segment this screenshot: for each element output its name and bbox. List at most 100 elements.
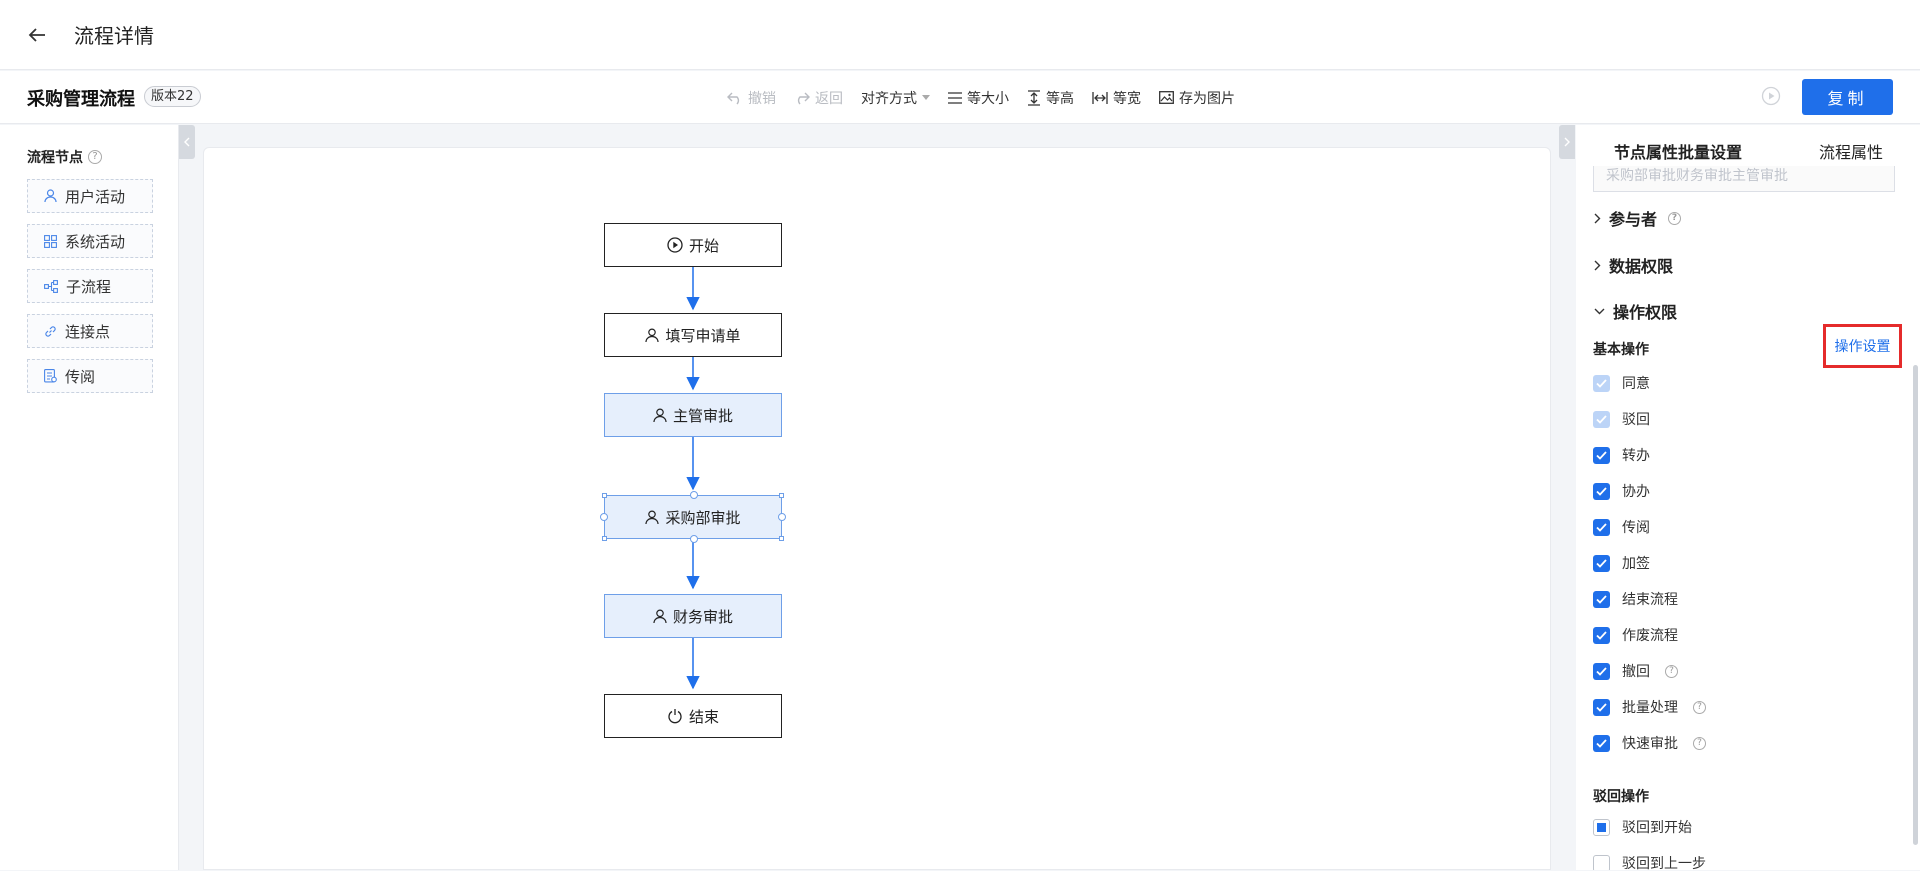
checkbox-partial[interactable] <box>1593 818 1610 836</box>
same-size-button[interactable]: 等大小 <box>948 88 1009 108</box>
subflow-icon <box>44 279 58 293</box>
resize-handle[interactable] <box>602 493 607 498</box>
checkbox-checked[interactable] <box>1593 482 1610 500</box>
same-width-button[interactable]: 等宽 <box>1092 88 1141 108</box>
checkbox-assist[interactable]: 协办 <box>1593 481 1650 501</box>
connect-handle-top[interactable] <box>690 491 698 499</box>
chevron-right-icon <box>1594 260 1601 270</box>
resize-handle[interactable] <box>779 493 784 498</box>
flow-node-end[interactable]: 结束 <box>604 694 782 738</box>
reject-ops-title: 驳回操作 <box>1593 789 1649 805</box>
flow-canvas[interactable]: 开始 填写申请单 主管审批 采购部审批 财务审批 结束 <box>203 147 1551 870</box>
user-icon <box>653 408 667 422</box>
collapse-left-panel-button[interactable] <box>179 125 195 159</box>
checkmark-icon <box>1596 666 1607 676</box>
flow-node-purchase-approval[interactable]: 采购部审批 <box>600 491 786 543</box>
checkmark-icon <box>1596 486 1607 496</box>
same-height-label: 等高 <box>1046 90 1074 107</box>
palette-item-label: 传阅 <box>65 367 96 386</box>
flow-node-manager-approval[interactable]: 主管审批 <box>604 393 782 437</box>
editor-toolbar: 采购管理流程 版本22 撤销 返回 对齐方式 等大小 等高 等宽 存为图片 <box>0 71 1920 124</box>
checkbox-label: 驳回到上一步 <box>1622 856 1706 870</box>
checkbox-checked[interactable] <box>1593 554 1610 572</box>
checkbox-reject: 驳回 <box>1593 409 1650 429</box>
tab-flow-properties[interactable]: 流程属性 <box>1819 143 1884 162</box>
checkbox-end-flow[interactable]: 结束流程 <box>1593 589 1678 609</box>
palette-item-system-activity[interactable]: 系统活动 <box>27 224 153 258</box>
checkbox-quick-approve[interactable]: 快速审批? <box>1593 733 1706 753</box>
align-dropdown[interactable]: 对齐方式 <box>861 88 930 108</box>
palette-item-label: 系统活动 <box>65 232 126 251</box>
checkbox-checked[interactable] <box>1593 590 1610 608</box>
flow-node-label: 采购部审批 <box>665 508 741 527</box>
help-icon[interactable]: ? <box>1693 700 1706 714</box>
checkbox-label: 同意 <box>1622 376 1650 392</box>
connect-handle-bottom[interactable] <box>690 535 698 543</box>
resize-handle[interactable] <box>602 536 607 541</box>
redo-button[interactable]: 返回 <box>794 88 843 108</box>
help-icon[interactable]: ? <box>88 150 102 164</box>
tab-node-batch-settings[interactable]: 节点属性批量设置 <box>1614 143 1743 162</box>
section-operation-permission-label: 操作权限 <box>1613 303 1678 322</box>
palette-item-connector[interactable]: 连接点 <box>27 314 153 348</box>
checkbox-batch-process[interactable]: 批量处理? <box>1593 697 1706 717</box>
checkmark-icon <box>1596 594 1607 604</box>
checkbox-checked[interactable] <box>1593 446 1610 464</box>
palette-item-user-activity[interactable]: 用户活动 <box>27 179 153 213</box>
flow-node-label: 主管审批 <box>672 406 733 425</box>
checkbox-add-sign[interactable]: 加签 <box>1593 553 1650 573</box>
checkbox-label: 撤回 <box>1622 664 1650 680</box>
help-icon[interactable]: ? <box>1668 211 1682 225</box>
undo-button[interactable]: 撤销 <box>727 88 776 108</box>
palette-item-subflow[interactable]: 子流程 <box>27 269 153 303</box>
checkbox-checked[interactable] <box>1593 698 1610 716</box>
same-height-button[interactable]: 等高 <box>1027 88 1074 108</box>
play-preview-icon[interactable] <box>1761 86 1781 106</box>
palette-item-circulate[interactable]: 传阅 <box>27 359 153 393</box>
power-icon <box>668 709 682 724</box>
checkbox-checked[interactable] <box>1593 662 1610 680</box>
undo-icon <box>727 92 740 104</box>
checkbox-reject-to-previous[interactable]: 驳回到上一步 <box>1593 853 1706 870</box>
connect-handle-left[interactable] <box>600 513 608 521</box>
checkbox-reject-to-start[interactable]: 驳回到开始 <box>1593 817 1692 837</box>
checkbox-label: 转办 <box>1622 448 1650 464</box>
save-image-button[interactable]: 存为图片 <box>1159 88 1235 108</box>
checkbox-checked[interactable] <box>1593 626 1610 644</box>
same-width-label: 等宽 <box>1113 90 1141 107</box>
section-data-permission[interactable]: 数据权限 <box>1594 253 1673 277</box>
checkbox-circulate[interactable]: 传阅 <box>1593 517 1650 537</box>
checkbox-checked[interactable] <box>1593 518 1610 536</box>
checkbox-disabled-checked <box>1593 410 1610 428</box>
collapse-right-panel-button[interactable] <box>1559 125 1575 159</box>
section-participants[interactable]: 参与者 ? <box>1594 206 1682 230</box>
checkbox-disabled-checked <box>1593 374 1610 392</box>
copy-button[interactable]: 复制 <box>1802 79 1893 115</box>
checkbox-void-flow[interactable]: 作废流程 <box>1593 625 1678 645</box>
page-title: 流程详情 <box>74 24 154 48</box>
checkmark-icon <box>1596 630 1607 640</box>
flow-node-start[interactable]: 开始 <box>604 223 782 267</box>
operation-settings-link[interactable]: 操作设置 <box>1823 324 1902 368</box>
checkbox-transfer[interactable]: 转办 <box>1593 445 1650 465</box>
checkbox-withdraw[interactable]: 撤回? <box>1593 661 1678 681</box>
flow-node-label: 填写申请单 <box>665 326 741 345</box>
chevron-right-icon <box>1594 213 1601 223</box>
properties-scrollbar[interactable] <box>1913 365 1918 845</box>
checkbox-label: 驳回 <box>1622 412 1650 428</box>
selected-nodes-field[interactable]: 采购部审批财务审批主管审批 <box>1593 166 1895 192</box>
connect-handle-right[interactable] <box>778 513 786 521</box>
checkbox-unchecked[interactable] <box>1593 854 1610 870</box>
back-arrow-icon[interactable] <box>26 24 48 46</box>
play-circle-icon <box>667 237 683 253</box>
toolbar-tools: 撤销 返回 对齐方式 等大小 等高 等宽 存为图片 <box>727 71 1235 124</box>
resize-handle[interactable] <box>779 536 784 541</box>
checkbox-checked[interactable] <box>1593 734 1610 752</box>
section-operation-permission[interactable]: 操作权限 <box>1594 299 1677 323</box>
help-icon[interactable]: ? <box>1693 736 1706 750</box>
image-icon <box>1159 91 1174 104</box>
save-image-label: 存为图片 <box>1179 90 1235 107</box>
flow-node-fill-application[interactable]: 填写申请单 <box>604 313 782 357</box>
flow-node-finance-approval[interactable]: 财务审批 <box>604 594 782 638</box>
help-icon[interactable]: ? <box>1665 664 1678 678</box>
